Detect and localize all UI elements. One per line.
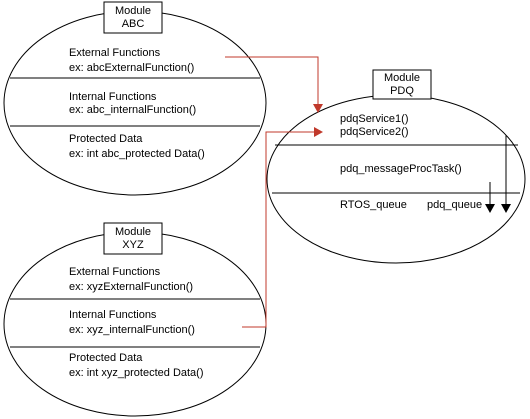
module-xyz-external-heading: External Functions <box>69 266 161 278</box>
module-abc-title-line1: Module <box>115 5 151 17</box>
module-abc-title-line2: ABC <box>122 18 145 30</box>
module-xyz-external-example: ex: xyzExternalFunction() <box>69 281 193 293</box>
module-abc-internal-example: ex: abc_internalFunction() <box>69 104 196 116</box>
module-pdq-title-box <box>372 69 432 100</box>
module-pdq-task: pdq_messageProcTask() <box>340 163 462 175</box>
module-abc-body <box>3 10 267 196</box>
module-abc-external-heading: External Functions <box>69 47 161 59</box>
module-xyz-internal-example: ex: xyz_internalFunction() <box>69 324 195 336</box>
module-pdq-title-line2: PDQ <box>390 85 414 97</box>
module-xyz-title-line1: Module <box>115 226 151 238</box>
module-xyz-protected-example: ex: int xyz_protected Data() <box>69 367 204 379</box>
module-abc-external-example: ex: abcExternalFunction() <box>69 62 194 74</box>
module-pdq-pdq-queue: pdq_queue <box>427 199 482 211</box>
module-xyz-protected-heading: Protected Data <box>69 352 143 364</box>
module-abc-title-box <box>103 1 163 34</box>
module-xyz-internal-heading: Internal Functions <box>69 309 157 321</box>
module-xyz: Module XYZ External Functions ex: xyzExt… <box>3 222 267 417</box>
module-xyz-title-line2: XYZ <box>122 239 144 251</box>
module-pdq-title-line1: Module <box>384 72 420 84</box>
module-xyz-title-box <box>103 222 163 255</box>
call-arrow-xyz-to-pdq <box>242 127 323 328</box>
module-pdq-service2: pdqService2() <box>340 126 408 138</box>
module-pdq-service1: pdqService1() <box>340 113 408 125</box>
module-abc-protected-heading: Protected Data <box>69 133 143 145</box>
module-abc: Module ABC External Functions ex: abcExt… <box>3 1 267 196</box>
module-abc-protected-example: ex: int abc_protected Data() <box>69 148 205 160</box>
module-pdq: Module PDQ pdqService1() pdqService2() p… <box>266 69 526 264</box>
module-abc-internal-heading: Internal Functions <box>69 91 157 103</box>
module-pdq-rtos-queue: RTOS_queue <box>340 199 407 211</box>
call-arrow-abc-to-pdq <box>225 56 323 113</box>
